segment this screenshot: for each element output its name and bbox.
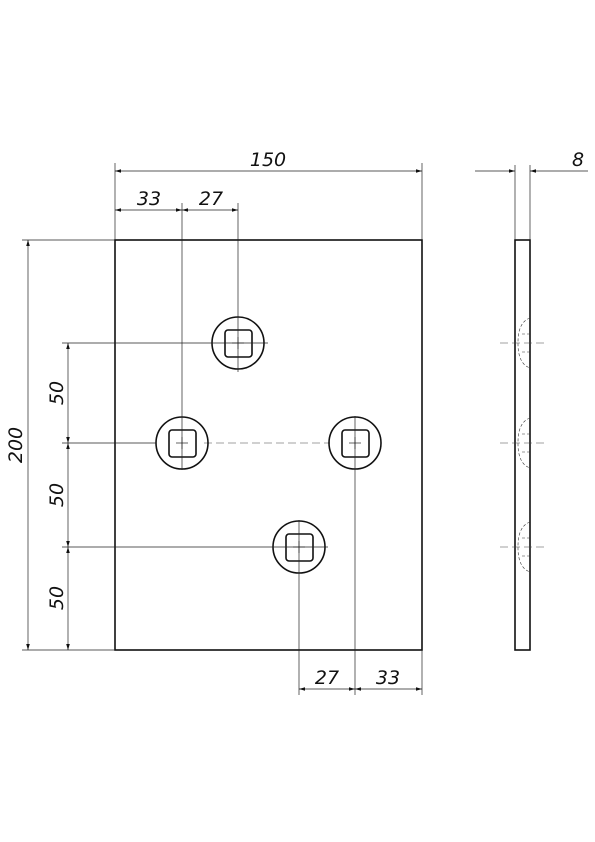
dim-text-33-bottom: 33 — [376, 667, 400, 689]
dim-text-50-c: 50 — [46, 586, 68, 610]
square-hole — [224, 329, 253, 358]
dim-text-27-bottom: 27 — [315, 667, 339, 689]
plate-outline — [114, 239, 423, 651]
square-hole — [341, 429, 370, 458]
side-view: 8 — [475, 149, 588, 651]
square-hole — [168, 429, 197, 458]
dim-text-8: 8 — [572, 149, 584, 171]
hidden-hole-profile-top — [500, 317, 545, 369]
hidden-hole-profile-middle — [500, 417, 545, 469]
dim-text-50-a: 50 — [46, 381, 68, 405]
square-hole — [285, 533, 314, 562]
hidden-hole-profile-bottom — [500, 521, 545, 573]
dim-text-27-top: 27 — [199, 188, 223, 210]
front-view: 150 33 27 27 33 200 50 50 50 — [5, 149, 423, 695]
dim-text-150: 150 — [250, 149, 286, 171]
dim-text-33-top: 33 — [137, 188, 161, 210]
dim-text-200: 200 — [5, 427, 27, 463]
dim-text-50-b: 50 — [46, 483, 68, 507]
side-plate-outline — [514, 239, 531, 651]
